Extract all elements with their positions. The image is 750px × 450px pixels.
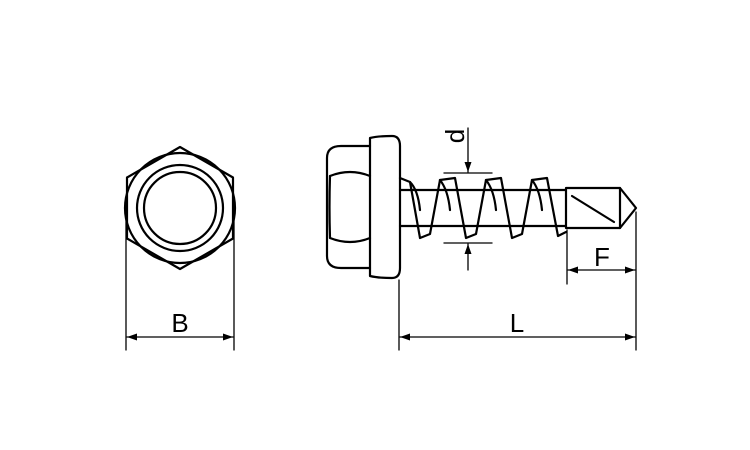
flange-washer (368, 134, 402, 280)
thread-profile (398, 176, 568, 240)
flange-outer-circle (123, 151, 237, 265)
thread-flank-lines (408, 178, 544, 212)
dimension-d: d (440, 127, 493, 271)
drill-point-outline (564, 186, 638, 230)
dimension-f: F (566, 211, 637, 351)
dimension-l: L (398, 279, 636, 351)
label-l: L (510, 308, 524, 338)
hex-head-outline (325, 144, 372, 270)
dimension-b: B (125, 212, 235, 351)
screw-side-view (325, 134, 638, 280)
label-d: d (440, 129, 470, 143)
label-b: B (171, 308, 188, 338)
drill-point-flute (570, 194, 616, 224)
hex-head-facet-edge (328, 174, 332, 240)
head-top-view (123, 145, 237, 271)
hex-outline (125, 145, 235, 271)
hex-head-facets (328, 170, 372, 244)
hex-inner-circle (135, 163, 225, 253)
head-top-circle (142, 170, 218, 246)
label-f: F (594, 242, 610, 272)
